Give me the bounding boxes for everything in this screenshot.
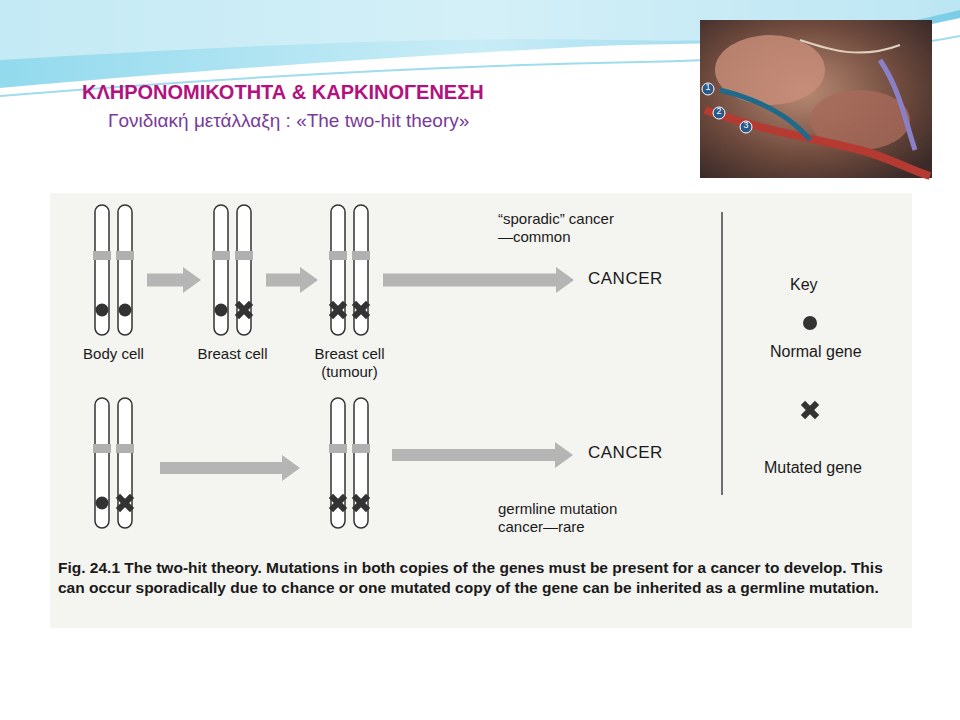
cell-node: Breast cell — [209, 203, 256, 339]
legend-text: Mutated gene — [764, 458, 862, 477]
cell-label: Body cell — [59, 345, 169, 363]
slide-subtitle: Γονιδιακή μετάλλαξη : «The two-hit theor… — [108, 110, 469, 133]
cell-node: Body cell — [90, 203, 137, 339]
fat-arrow — [383, 267, 574, 293]
slide-title: ΚΛΗΡΟΝΟΜΙΚΟΤΗΤΑ & ΚΑΡΚΙΝΟΓΕΝΕΣΗ — [82, 80, 484, 104]
result-label: CANCER — [588, 269, 663, 289]
cell-node: Breast cell (tumour) — [326, 203, 373, 339]
tumour-illustration — [700, 20, 932, 178]
cell-label: Breast cell — [178, 345, 288, 363]
sporadic-note: “sporadic” cancer —common — [498, 210, 633, 246]
callout-number: 3 — [742, 120, 750, 131]
result-label: CANCER — [588, 443, 663, 463]
fat-arrow — [266, 267, 318, 293]
callout-number: 1 — [704, 82, 712, 93]
cancer-node: CANCER — [582, 440, 669, 466]
callout-number: 2 — [715, 106, 723, 117]
cancer-node: CANCER — [582, 266, 669, 292]
figure-caption: Fig. 24.1 The two-hit theory. Mutations … — [58, 558, 908, 598]
legend-text: Normal gene — [770, 342, 862, 361]
fat-arrow — [147, 267, 201, 293]
cell-label: Breast cell (tumour) — [300, 345, 400, 381]
fat-arrow — [160, 442, 573, 481]
key-heading: Key — [790, 275, 818, 294]
germline-note: germline mutation cancer—rare — [498, 500, 648, 536]
divider-line — [721, 212, 723, 495]
figure-ground — [50, 193, 912, 628]
key-symbols — [801, 316, 819, 419]
